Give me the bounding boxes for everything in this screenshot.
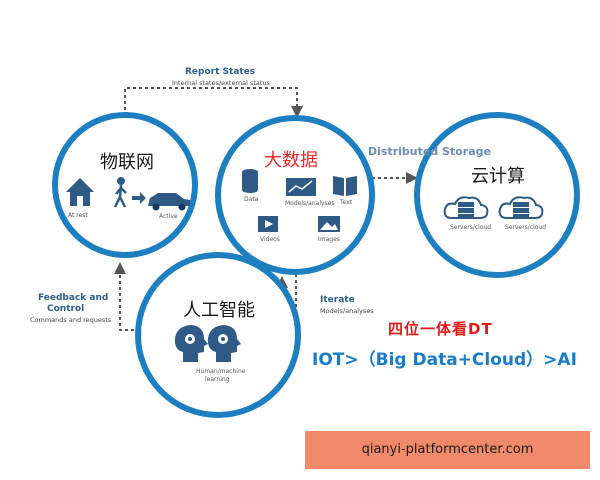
human-head-gears-icon-1	[174, 325, 208, 362]
iot-circle	[52, 112, 198, 258]
feedback-title-line1: Feedback and	[38, 293, 109, 303]
active-label: Active	[159, 213, 178, 220]
image-icon	[318, 216, 340, 232]
server-label-2: Servers/cloud	[505, 224, 547, 231]
distributed-storage-title: Distributed Storage	[368, 145, 491, 158]
video-icon	[258, 216, 278, 232]
watermark-banner: qianyi-platformcenter.com	[305, 431, 590, 469]
iterate-subtitle: Models/analyses	[320, 307, 374, 315]
cloud-circle	[414, 112, 580, 278]
data-label: Data	[244, 196, 259, 203]
book-icon	[333, 176, 357, 196]
formula: IOT>（Big Data+Cloud）>AI	[312, 350, 577, 370]
tagline: 四位一体看DT	[388, 320, 493, 338]
car-icon	[148, 193, 190, 211]
videos-label: Videos	[260, 236, 280, 243]
arrow-icon	[132, 192, 146, 204]
at-rest-label: At rest	[68, 212, 88, 219]
house-icon	[66, 178, 94, 206]
report-states-title: Report States	[185, 67, 256, 77]
cloud-title: 云计算	[471, 166, 525, 187]
feedback-connector	[114, 262, 140, 331]
ai-title: 人工智能	[183, 300, 255, 321]
iot-title: 物联网	[100, 152, 154, 173]
server-label-1: Servers/cloud	[450, 224, 492, 231]
report-states-subtitle: Internal states/external status	[172, 79, 270, 87]
feedback-subtitle: Commands and requests	[30, 316, 112, 324]
images-label: Images	[318, 236, 340, 243]
database-icon	[242, 169, 258, 193]
iterate-title: Iterate	[320, 295, 355, 305]
ai-caption-line2: learning	[205, 376, 230, 383]
bigdata-title: 大数据	[264, 150, 318, 171]
text-label: Text	[340, 199, 353, 206]
server-cloud-icon-1	[443, 196, 489, 219]
server-cloud-icon-2	[498, 196, 544, 219]
feedback-title-line2: Control	[47, 304, 85, 314]
models-label: Models/analyses	[285, 200, 335, 207]
human-head-gears-icon-2	[207, 325, 241, 362]
ai-caption-line1: Human/machine	[196, 368, 246, 375]
chart-icon	[286, 178, 316, 196]
walking-person-icon	[113, 177, 127, 208]
